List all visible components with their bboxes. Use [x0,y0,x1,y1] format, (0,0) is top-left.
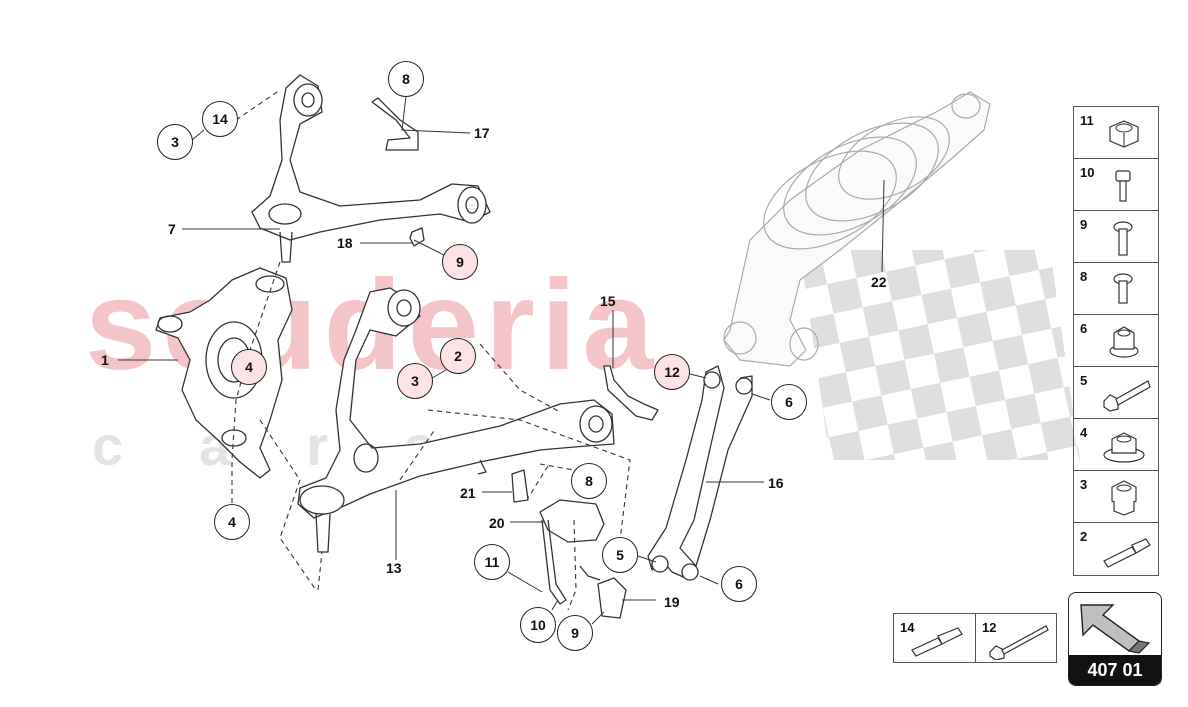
fastener-cell-4[interactable]: 4 [1074,419,1158,471]
fastener-bottom-panel: 14 12 [893,613,1057,663]
callout-2[interactable]: 2 [440,338,476,374]
torx-screw-icon [1113,221,1133,256]
fastener-number: 14 [900,620,915,635]
fastener-number: 10 [1080,165,1095,180]
callout-14[interactable]: 14 [202,101,238,137]
callout-10[interactable]: 10 [520,607,556,643]
callout-7[interactable]: 7 [168,221,176,237]
clip-17 [371,97,419,151]
lock-nut-icon [1111,480,1137,516]
callout-9-top[interactable]: 9 [442,244,478,280]
bushing-sleeve-icon [1103,538,1151,568]
fastener-cell-14[interactable]: 14 [894,614,976,662]
sleeve-pin-icon [911,627,963,657]
callout-9-bottom[interactable]: 9 [557,615,593,651]
callout-18[interactable]: 18 [337,235,353,251]
fastener-number: 5 [1080,373,1088,388]
callout-13[interactable]: 13 [386,560,402,576]
clip-18 [409,227,425,247]
callout-21[interactable]: 21 [460,485,476,501]
fastener-number: 9 [1080,217,1088,232]
hex-bolt-icon [1103,380,1151,412]
fastener-cell-6[interactable]: 6 [1074,315,1158,367]
lower-wishbone [297,287,615,519]
callout-8-top[interactable]: 8 [388,61,424,97]
fastener-number: 3 [1080,477,1088,492]
callout-19[interactable]: 19 [664,594,680,610]
bracket-19 [597,577,627,619]
fastener-number: 2 [1080,529,1088,544]
fastener-number: 4 [1080,425,1088,440]
checkered-flag-watermark [800,250,1080,460]
callout-8-mid[interactable]: 8 [571,463,607,499]
washer-nut-icon [1103,432,1145,463]
fastener-cell-11[interactable]: 11 [1074,107,1158,159]
callout-1[interactable]: 1 [101,352,109,368]
callout-3-top[interactable]: 3 [157,124,193,160]
fastener-number: 11 [1080,113,1094,128]
fastener-cell-8[interactable]: 8 [1074,263,1158,315]
callout-4-mid[interactable]: 4 [231,349,267,385]
callout-12[interactable]: 12 [654,354,690,390]
hex-nut-icon [1109,120,1139,148]
page-nav-button[interactable]: 407 01 [1068,592,1162,686]
callout-22[interactable]: 22 [871,274,887,290]
fastener-cell-3[interactable]: 3 [1074,471,1158,523]
callout-4-bottom[interactable]: 4 [214,504,250,540]
upper-wishbone [251,74,491,241]
fastener-cell-9[interactable]: 9 [1074,211,1158,263]
arrow-icon [1080,604,1151,654]
callout-15[interactable]: 15 [600,293,616,309]
callout-11[interactable]: 11 [474,544,510,580]
fastener-cell-12[interactable]: 12 [976,614,1056,662]
page-code: 407 01 [1069,655,1161,685]
long-bolt-icon [989,625,1049,660]
flange-nut-icon [1109,326,1139,358]
torx-screw-icon [1113,273,1133,304]
callout-16[interactable]: 16 [768,475,784,491]
shock-absorber [723,91,991,367]
fastener-number: 12 [982,620,997,635]
callout-3-mid[interactable]: 3 [397,363,433,399]
callout-17[interactable]: 17 [474,125,490,141]
fastener-side-panel: 11 10 9 8 [1073,106,1159,576]
steering-knuckle [155,267,293,479]
fastener-number: 8 [1080,269,1088,284]
clip-15 [603,365,659,421]
fastener-cell-10[interactable]: 10 [1074,159,1158,211]
callout-6-top[interactable]: 6 [771,384,807,420]
callout-20[interactable]: 20 [489,515,505,531]
fastener-number: 6 [1080,321,1088,336]
callout-6-bottom[interactable]: 6 [721,566,757,602]
fastener-cell-2[interactable]: 2 [1074,523,1158,575]
ride-height-sensor [539,499,605,543]
bracket-21 [511,469,529,503]
hex-socket-screw-icon [1115,170,1131,202]
link-16 [647,365,725,581]
callout-5[interactable]: 5 [602,537,638,573]
fastener-cell-5[interactable]: 5 [1074,367,1158,419]
